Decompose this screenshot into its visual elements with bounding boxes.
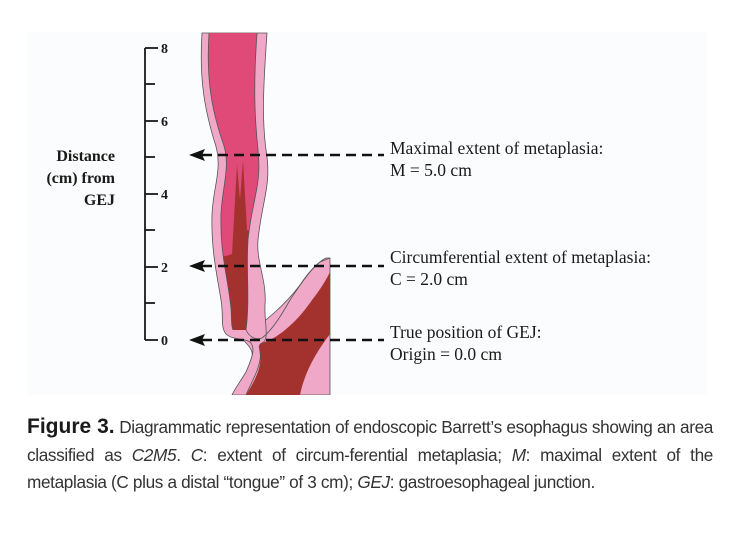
m-term: M <box>511 444 526 465</box>
annotation-circumferential-title: Circumferential extent of metaplasia: <box>390 247 651 267</box>
gej-term: GEJ <box>357 472 390 492</box>
axis-title-line-1: Distance <box>56 148 115 165</box>
stomach-lumen <box>246 272 330 395</box>
annotation-maximal-value: M = 5.0 cm <box>390 160 472 180</box>
c-term: C <box>190 444 203 465</box>
esophagus-diagram: 8 6 4 2 0 <box>144 32 384 395</box>
figure-label: Figure 3. <box>27 415 115 438</box>
axis-title-line-2: (cm) from <box>46 170 115 187</box>
arrow-head-gej <box>189 334 205 346</box>
annotation-circumferential-value: C = 2.0 cm <box>390 269 468 289</box>
annotation-gej-value: Origin = 0.0 cm <box>390 344 502 364</box>
annotation-maximal-extent: Maximal extent of metaplasia: M = 5.0 cm <box>390 137 603 181</box>
annotation-circumferential-extent: Circumferential extent of metaplasia: C … <box>390 246 651 290</box>
tick-label-0: 0 <box>161 334 168 349</box>
classification-term: C2M5 <box>131 444 177 465</box>
axis-title: Distance (cm) from GEJ <box>20 146 115 212</box>
tick-label-6: 6 <box>161 115 168 130</box>
gej-fold <box>245 257 331 340</box>
figure-panel <box>27 32 706 395</box>
arrow-head-circumferential <box>189 260 205 272</box>
annotation-gej-position: True position of GEJ: Origin = 0.0 cm <box>390 321 542 365</box>
tick-label-8: 8 <box>161 42 168 57</box>
tick-label-2: 2 <box>161 261 168 276</box>
tick-label-4: 4 <box>161 188 168 203</box>
distance-axis <box>144 47 158 341</box>
annotation-gej-title: True position of GEJ: <box>390 322 542 342</box>
annotation-maximal-title: Maximal extent of metaplasia: <box>390 138 604 158</box>
figure-caption: Figure 3. Diagrammatic representation of… <box>27 415 714 492</box>
axis-title-line-3: GEJ <box>83 192 115 209</box>
arrow-head-maximal <box>189 149 205 161</box>
axis-tick-labels: 8 6 4 2 0 <box>161 42 168 349</box>
